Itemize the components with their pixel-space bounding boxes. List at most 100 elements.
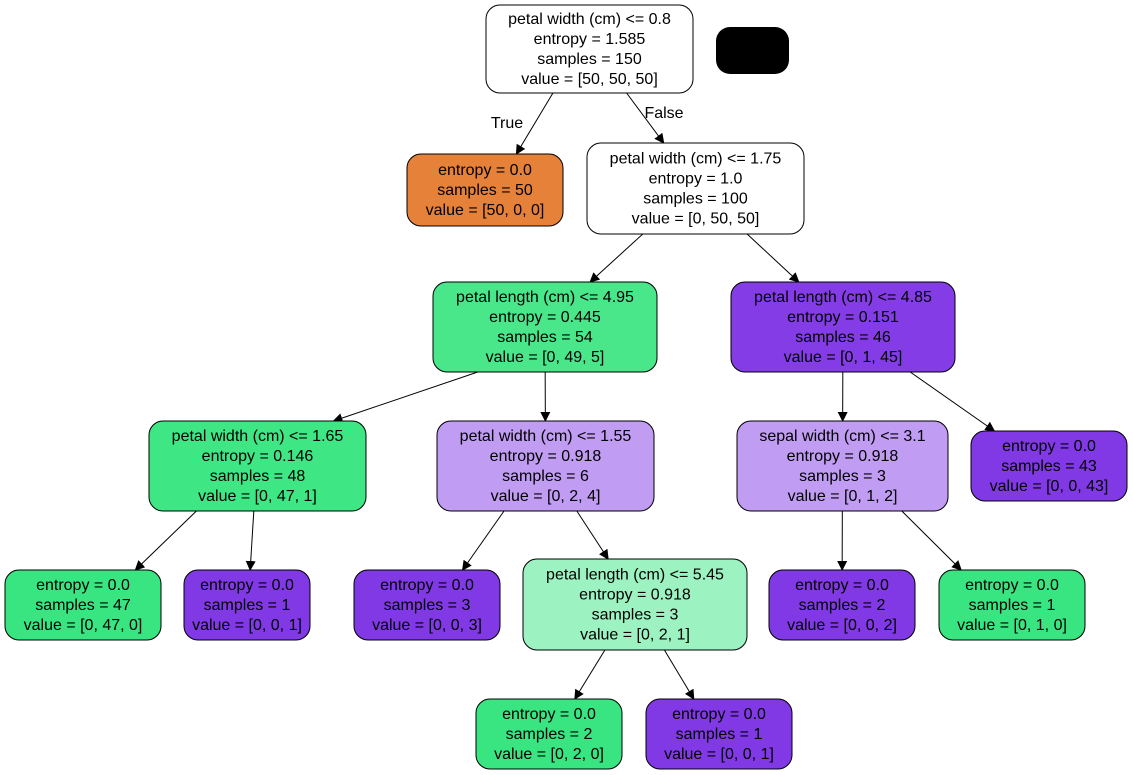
- edge-n12-n15: [574, 649, 606, 700]
- node-text-line: value = [0, 1, 2]: [788, 488, 898, 505]
- node-text-line: samples = 2: [506, 726, 593, 743]
- edge-n2-n4: [746, 233, 800, 283]
- edge-n6-n12: [576, 510, 609, 560]
- node-text-line: samples = 1: [676, 726, 763, 743]
- node-text-line: value = [0, 2, 0]: [494, 746, 604, 763]
- node-text-line: entropy = 0.918: [787, 448, 899, 465]
- node-text-line: petal width (cm) <= 0.8: [508, 11, 671, 28]
- node-text-line: entropy = 0.0: [502, 706, 596, 723]
- node-text-line: entropy = 0.445: [489, 309, 601, 326]
- node-text-line: value = [50, 0, 0]: [426, 202, 545, 219]
- tree-node: entropy = 0.0 samples = 2 value = [0, 0, 2…: [768, 569, 916, 641]
- node-text-line: entropy = 0.918: [579, 587, 691, 604]
- node-text-line: entropy = 0.0: [795, 577, 889, 594]
- node-text-line: value = [0, 0, 1]: [664, 746, 774, 763]
- node-text-line: samples = 3: [384, 597, 471, 614]
- node-box: [436, 420, 655, 512]
- node-text-line: samples = 1: [204, 597, 291, 614]
- edge-n12-n16: [663, 649, 695, 700]
- node-text-line: samples = 3: [799, 468, 886, 485]
- node-text-line: entropy = 0.0: [965, 577, 1059, 594]
- node-text-line: petal length (cm) <= 4.85: [754, 289, 932, 306]
- edge-n4-n8: [909, 371, 996, 432]
- tree-node: petal width (cm) <= 0.8 entropy = 1.585 sa…: [485, 4, 694, 94]
- black-box: [716, 27, 789, 74]
- node-box: [432, 281, 658, 373]
- node-text-line: value = [0, 50, 50]: [632, 211, 760, 228]
- node-text-line: value = [0, 0, 1]: [192, 617, 302, 634]
- node-text-line: entropy = 0.0: [438, 162, 532, 179]
- node-box: [736, 420, 949, 512]
- edge-n3-n5: [332, 371, 478, 423]
- node-box: [4, 569, 162, 641]
- node-text-line: entropy = 0.0: [672, 706, 766, 723]
- node-text-line: samples = 54: [497, 329, 593, 346]
- node-box: [970, 430, 1128, 502]
- nodes: petal width (cm) <= 0.8 entropy = 1.585 sa…: [4, 4, 1128, 770]
- node-text-line: value = [0, 49, 5]: [486, 349, 605, 366]
- node-text-line: value = [0, 1, 45]: [784, 349, 903, 366]
- node-text-line: samples = 47: [35, 597, 131, 614]
- node-text-line: value = [0, 0, 43]: [990, 478, 1109, 495]
- node-text-line: entropy = 0.0: [200, 577, 294, 594]
- node-box: [406, 153, 564, 227]
- node-text-line: value = [0, 2, 4]: [491, 488, 601, 505]
- node-text-line: value = [0, 2, 1]: [580, 627, 690, 644]
- edge-n0-n2: [626, 92, 665, 144]
- edge-n7-n14: [901, 510, 962, 571]
- node-text-line: entropy = 0.146: [202, 448, 314, 465]
- tree-node: entropy = 0.0 samples = 50 value = [50, 0,…: [406, 153, 564, 227]
- edge-label-true: True: [491, 115, 523, 132]
- node-text-line: samples = 3: [592, 607, 679, 624]
- edge-n5-n9: [134, 510, 197, 571]
- edge-n0-n1: [515, 92, 554, 155]
- node-text-line: value = [0, 47, 1]: [198, 488, 317, 505]
- node-box: [522, 558, 748, 651]
- node-text-line: petal width (cm) <= 1.65: [172, 428, 344, 445]
- edge-n6-n11: [461, 510, 505, 571]
- node-text-line: samples = 48: [210, 468, 306, 485]
- edges: [134, 92, 996, 700]
- node-box: [148, 420, 367, 512]
- node-text-line: value = [0, 0, 2]: [787, 617, 897, 634]
- node-text-line: samples = 1: [969, 597, 1056, 614]
- tree-node: entropy = 0.0 samples = 1 value = [0, 1, 0…: [938, 569, 1086, 641]
- node-box: [475, 698, 623, 770]
- node-text-line: petal width (cm) <= 1.75: [610, 151, 782, 168]
- node-box: [768, 569, 916, 641]
- edge-n2-n3: [589, 233, 644, 283]
- node-text-line: entropy = 0.0: [380, 577, 474, 594]
- tree-node: petal width (cm) <= 1.65 entropy = 0.146 s…: [148, 420, 367, 512]
- node-text-line: entropy = 0.0: [36, 577, 130, 594]
- edge-label-false: False: [644, 105, 683, 122]
- node-text-line: value = [0, 0, 3]: [372, 617, 482, 634]
- node-box: [353, 569, 501, 641]
- node-text-line: entropy = 0.151: [787, 309, 899, 326]
- node-text-line: value = [50, 50, 50]: [521, 71, 658, 88]
- node-box: [938, 569, 1086, 641]
- node-text-line: entropy = 1.0: [649, 171, 743, 188]
- node-box: [586, 142, 805, 235]
- edge-n5-n10: [245, 510, 256, 571]
- tree-node: sepal width (cm) <= 3.1 entropy = 0.918 sa…: [736, 420, 949, 512]
- node-text-line: petal width (cm) <= 1.55: [460, 428, 632, 445]
- node-text-line: sepal width (cm) <= 3.1: [759, 428, 925, 445]
- tree-node: entropy = 0.0 samples = 1 value = [0, 0, 1…: [183, 569, 311, 641]
- node-text-line: samples = 50: [437, 182, 533, 199]
- node-text-line: value = [0, 1, 0]: [957, 617, 1067, 634]
- tree-node: petal length (cm) <= 4.85 entropy = 0.151…: [730, 281, 956, 373]
- node-box: [183, 569, 311, 641]
- node-text-line: samples = 2: [799, 597, 886, 614]
- node-text-line: samples = 150: [537, 51, 642, 68]
- node-text-line: entropy = 0.918: [490, 448, 602, 465]
- node-text-line: entropy = 1.585: [534, 31, 646, 48]
- node-box: [730, 281, 956, 373]
- node-box: [485, 4, 694, 94]
- tree-node: entropy = 0.0 samples = 3 value = [0, 0, 3…: [353, 569, 501, 641]
